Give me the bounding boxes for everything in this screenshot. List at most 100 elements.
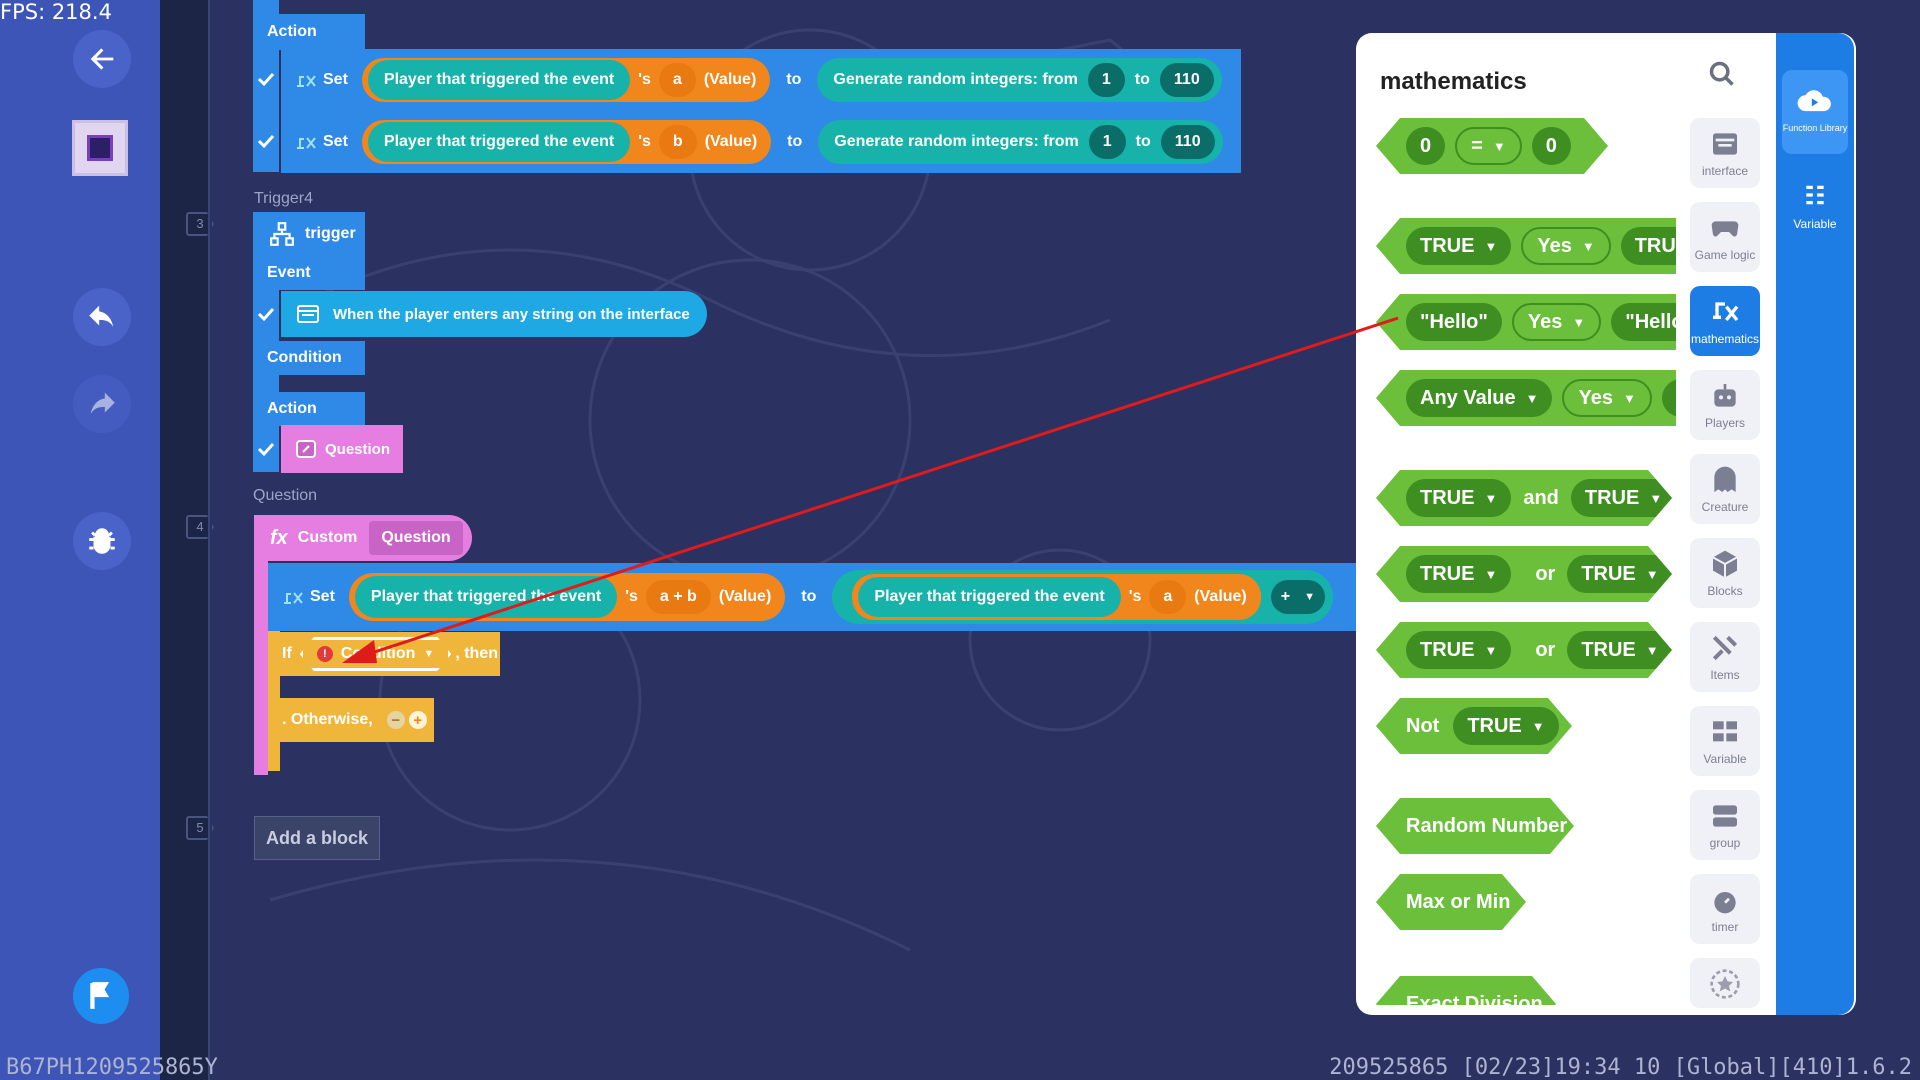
value-right[interactable]: 0	[1532, 127, 1571, 165]
function-name[interactable]: Question	[369, 521, 463, 555]
set-row[interactable]: Set Player that triggered the event 's a…	[281, 49, 1241, 111]
category-interface[interactable]: interface	[1690, 118, 1760, 188]
from-value[interactable]: 1	[1088, 125, 1126, 159]
back-button[interactable]	[73, 30, 131, 88]
variable-name[interactable]: a + b	[645, 580, 711, 614]
bool-left[interactable]: TRUE▼	[1406, 631, 1511, 669]
category-timer[interactable]: timer	[1690, 874, 1760, 944]
variable-name[interactable]: a	[658, 63, 696, 97]
set-row[interactable]: Set Player that triggered the event 's a…	[268, 563, 1356, 631]
possessive-label: 's	[625, 588, 638, 605]
max-value[interactable]: 110	[1159, 63, 1214, 97]
value-left[interactable]: 0	[1406, 127, 1445, 165]
condition-slot[interactable]: ! Condition ▼	[300, 637, 452, 671]
category-items[interactable]: Items	[1690, 622, 1760, 692]
scene-thumbnail[interactable]	[72, 120, 128, 176]
dropdown-arrow-icon: ▼	[1304, 591, 1315, 603]
list-grid-icon	[1806, 185, 1824, 205]
category-creature[interactable]: Creature	[1690, 454, 1760, 524]
max-min-block[interactable]: Max or Min	[1376, 874, 1526, 930]
operator-value: +	[1280, 588, 1291, 605]
undo-button[interactable]	[73, 288, 131, 346]
event-text: When the player enters any string on the…	[333, 305, 690, 323]
nav-function-library[interactable]: Function Library	[1782, 70, 1848, 154]
random-integer-block[interactable]: Generate random integers: from 1 to 110	[817, 58, 1222, 102]
and-block[interactable]: TRUE▼ and TRUE▼	[1376, 470, 1672, 526]
player-selector[interactable]: Player that triggered the event	[367, 60, 631, 100]
run-button[interactable]	[73, 968, 129, 1024]
remove-branch-button[interactable]: −	[386, 711, 405, 729]
nav-variable[interactable]: Variable	[1782, 182, 1848, 246]
checkmark-icon[interactable]	[256, 69, 276, 89]
bool-right[interactable]: TRUE▼	[1621, 227, 1676, 265]
math-expression-block[interactable]: Player that triggered the event 's a (Va…	[832, 570, 1333, 624]
category-players[interactable]: Players	[1690, 370, 1760, 440]
custom-function-header[interactable]: fx Custom Question	[254, 515, 472, 561]
if-block[interactable]: If ! Condition ▼ , then	[268, 632, 500, 676]
category-label: Items	[1710, 668, 1740, 682]
category-blocks[interactable]: Blocks	[1690, 538, 1760, 608]
random-number-block[interactable]: Random Number	[1376, 798, 1574, 854]
bool-left[interactable]: TRUE▼	[1406, 479, 1511, 517]
player-selector[interactable]: Player that triggered the event	[858, 577, 1121, 617]
not-block[interactable]: Not TRUE▼	[1376, 698, 1572, 754]
category-variable[interactable]: Variable	[1690, 706, 1760, 776]
checkmark-icon[interactable]	[256, 131, 276, 151]
event-row[interactable]: When the player enters any string on the…	[281, 291, 707, 337]
string-compare-block[interactable]: "Hello" Yes▼ "Hello"	[1376, 294, 1676, 350]
otherwise-block[interactable]: . Otherwise, − +	[268, 698, 434, 742]
redo-icon	[90, 392, 115, 414]
checkmark-icon[interactable]	[256, 439, 276, 459]
player-variable-block[interactable]: Player that triggered the event 's a (Va…	[852, 574, 1261, 620]
category-game-logic[interactable]: Game logic	[1690, 202, 1760, 272]
any-compare-block[interactable]: Any Value▼ Yes▼ Any	[1376, 370, 1676, 426]
compare-dropdown[interactable]: Yes▼	[1562, 379, 1651, 417]
add-block-button[interactable]: Add a block	[254, 816, 380, 860]
dropdown-arrow-icon: ▼	[1484, 490, 1498, 506]
any-right[interactable]: Any	[1662, 379, 1676, 417]
player-variable-block[interactable]: Player that triggered the event 's a (Va…	[361, 58, 771, 102]
bool-value-slot[interactable]: TRUE▼	[1453, 707, 1558, 745]
string-right[interactable]: "Hello"	[1611, 303, 1676, 341]
question-call[interactable]: Question	[281, 425, 403, 473]
boolean-compare-block[interactable]: TRUE▼ Yes▼ TRUE▼	[1376, 218, 1676, 274]
player-variable-block[interactable]: Player that triggered the event 's b (Va…	[361, 120, 772, 164]
random-integer-block[interactable]: Generate random integers: from 1 to 110	[818, 120, 1223, 164]
dropdown-arrow-icon: ▼	[1531, 718, 1545, 734]
any-left[interactable]: Any Value▼	[1406, 379, 1552, 417]
dropdown-arrow-icon: ▼	[1649, 490, 1663, 506]
add-branch-button[interactable]: +	[408, 711, 427, 729]
bool-left[interactable]: TRUE▼	[1406, 555, 1511, 593]
debug-button[interactable]	[73, 512, 131, 570]
player-selector[interactable]: Player that triggered the event	[367, 122, 631, 162]
exact-division-block[interactable]: Exact Division	[1376, 976, 1556, 1005]
search-icon[interactable]	[1708, 60, 1736, 88]
category-mathematics[interactable]: mathematics	[1690, 286, 1760, 356]
category-more[interactable]	[1690, 958, 1760, 1008]
from-value[interactable]: 1	[1087, 63, 1125, 97]
bool-right[interactable]: TRUE▼	[1567, 631, 1672, 669]
or-block[interactable]: TRUE▼ or TRUE▼	[1376, 546, 1672, 602]
compare-dropdown[interactable]: Yes▼	[1512, 303, 1601, 341]
max-value[interactable]: 110	[1160, 125, 1215, 159]
trigger-header[interactable]: trigger	[253, 212, 365, 256]
redo-button[interactable]	[73, 375, 131, 433]
set-row[interactable]: Set Player that triggered the event 's b…	[281, 111, 1241, 173]
player-selector[interactable]: Player that triggered the event	[354, 576, 618, 618]
compare-dropdown[interactable]: Yes▼	[1521, 227, 1610, 265]
dropdown-arrow-icon: ▼	[1581, 238, 1595, 254]
bool-left[interactable]: TRUE▼	[1406, 227, 1511, 265]
player-variable-block[interactable]: Player that triggered the event 's a + b…	[348, 573, 786, 621]
variable-name[interactable]: a	[1149, 580, 1187, 614]
string-left[interactable]: "Hello"	[1406, 303, 1502, 341]
fps-counter: FPS: 218.4	[0, 0, 112, 24]
or-block[interactable]: TRUE▼ or TRUE▼	[1376, 622, 1672, 678]
category-group[interactable]: group	[1690, 790, 1760, 860]
operator-dropdown[interactable]: +▼	[1270, 580, 1325, 614]
operator-dropdown[interactable]: =▼	[1455, 127, 1522, 165]
checkmark-icon[interactable]	[256, 304, 276, 324]
bool-right[interactable]: TRUE▼	[1567, 555, 1672, 593]
bool-right[interactable]: TRUE▼	[1571, 479, 1672, 517]
variable-name[interactable]: b	[658, 125, 697, 159]
compare-block[interactable]: 0 =▼ 0	[1376, 118, 1608, 174]
